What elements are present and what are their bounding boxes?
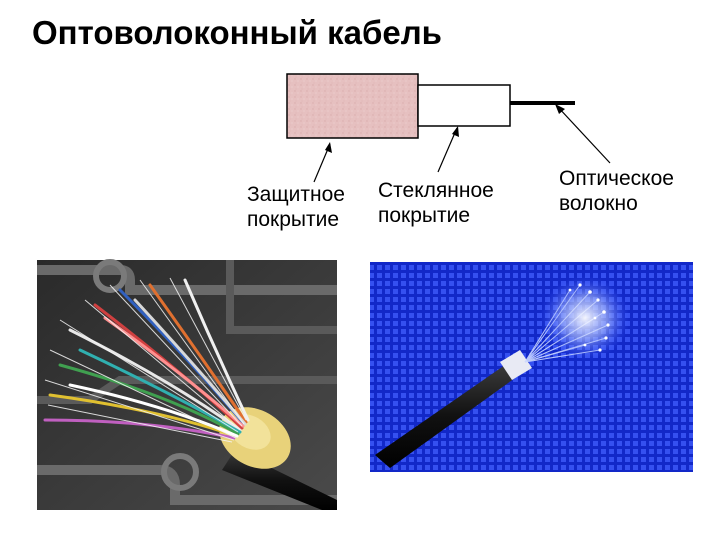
label-protective-line-1: Защитное [247,183,345,206]
label-optical-fiber: Оптическое волокно [559,166,674,216]
fiber-cable-photo-left [37,259,337,510]
label-glass-coating: Стеклянное покрытие [378,178,494,228]
glass-coating-block [417,84,511,127]
protective-coating-block [286,73,419,139]
label-glass-line-2: покрытие [378,204,471,227]
label-optical-line-2: волокно [559,192,638,215]
slide-title: Оптоволоконный кабель [32,14,442,51]
pointer-protective [313,142,332,183]
pointer-glass [437,126,459,173]
fiber-glow-photo-right [370,262,693,472]
label-protective-line-2: покрытие [247,208,340,231]
label-protective-coating: Защитное покрытие [247,182,345,232]
label-optical-line-1: Оптическое [559,167,674,190]
label-glass-line-1: Стеклянное [378,179,494,202]
pointer-optical [555,104,611,164]
